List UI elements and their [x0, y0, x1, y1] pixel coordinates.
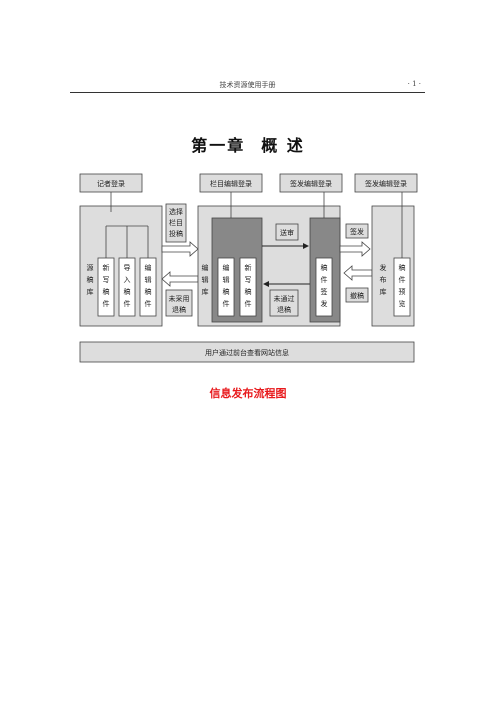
chapter-number: 第一章	[191, 136, 246, 155]
footer-bar-box	[79, 341, 415, 363]
review-editor-login-box	[279, 173, 343, 193]
page-number: · 1 ·	[407, 80, 421, 88]
source-import-label: 导入稿件	[124, 264, 131, 308]
column-editor-login-label: 栏目编辑登录	[210, 179, 252, 188]
source-import-box	[118, 257, 136, 317]
figure-caption: 信息发布流程图	[209, 387, 287, 400]
footer-bar-label: 用户通过前台查看网站信息	[205, 348, 289, 357]
source-new-box	[97, 257, 115, 317]
publish-library-label: 发布库	[380, 263, 387, 296]
send-review-label: 送审	[280, 228, 294, 237]
source-library-label: 源稿库	[87, 263, 94, 296]
rejected-unused-label: 未采用退稿	[169, 294, 190, 314]
sign-box	[345, 223, 369, 239]
withdraw-label: 撤稿	[350, 291, 364, 300]
select-column-box	[165, 203, 187, 243]
not-passed-label: 未通过退稿	[274, 294, 295, 314]
chapter-title: 概 述	[261, 136, 305, 155]
send-review-box	[275, 223, 299, 241]
page-header: 技术资源使用手册 · 1 ·	[70, 78, 425, 93]
withdraw-box	[345, 287, 369, 303]
reporter-login-label: 记者登录	[97, 179, 125, 188]
edit-new-label: 新写稿件	[245, 263, 252, 308]
preview-box	[393, 257, 411, 317]
publish-editor-login-label: 签发编辑登录	[365, 179, 407, 188]
edit-new-box	[239, 257, 257, 317]
edit-edit-box	[217, 257, 235, 317]
sign-arrow	[339, 241, 371, 257]
edit-edit-label: 编辑稿件	[223, 263, 230, 308]
chapter-heading: 第一章概 述	[0, 132, 496, 156]
review-label: 稿件签发	[321, 263, 328, 308]
preview-label: 稿件预览	[399, 263, 406, 308]
withdraw-arrow	[343, 265, 373, 281]
source-edit-box	[139, 257, 157, 317]
source-edit-label: 编辑稿件	[145, 263, 152, 308]
reject-arrow	[161, 271, 199, 287]
select-column-label: 选择栏目投稿	[169, 207, 183, 238]
review-editor-login-label: 签发编辑登录	[290, 179, 332, 188]
edit-library-label: 编辑库	[202, 263, 209, 296]
header-title: 技术资源使用手册	[219, 81, 276, 89]
sign-label: 签发	[350, 227, 364, 236]
review-box	[315, 257, 333, 317]
source-new-label: 新写稿件	[103, 263, 110, 308]
not-passed-box	[269, 289, 299, 317]
rejected-unused-box	[165, 289, 193, 317]
publish-editor-login-box	[354, 173, 418, 193]
submit-arrow	[161, 241, 199, 257]
